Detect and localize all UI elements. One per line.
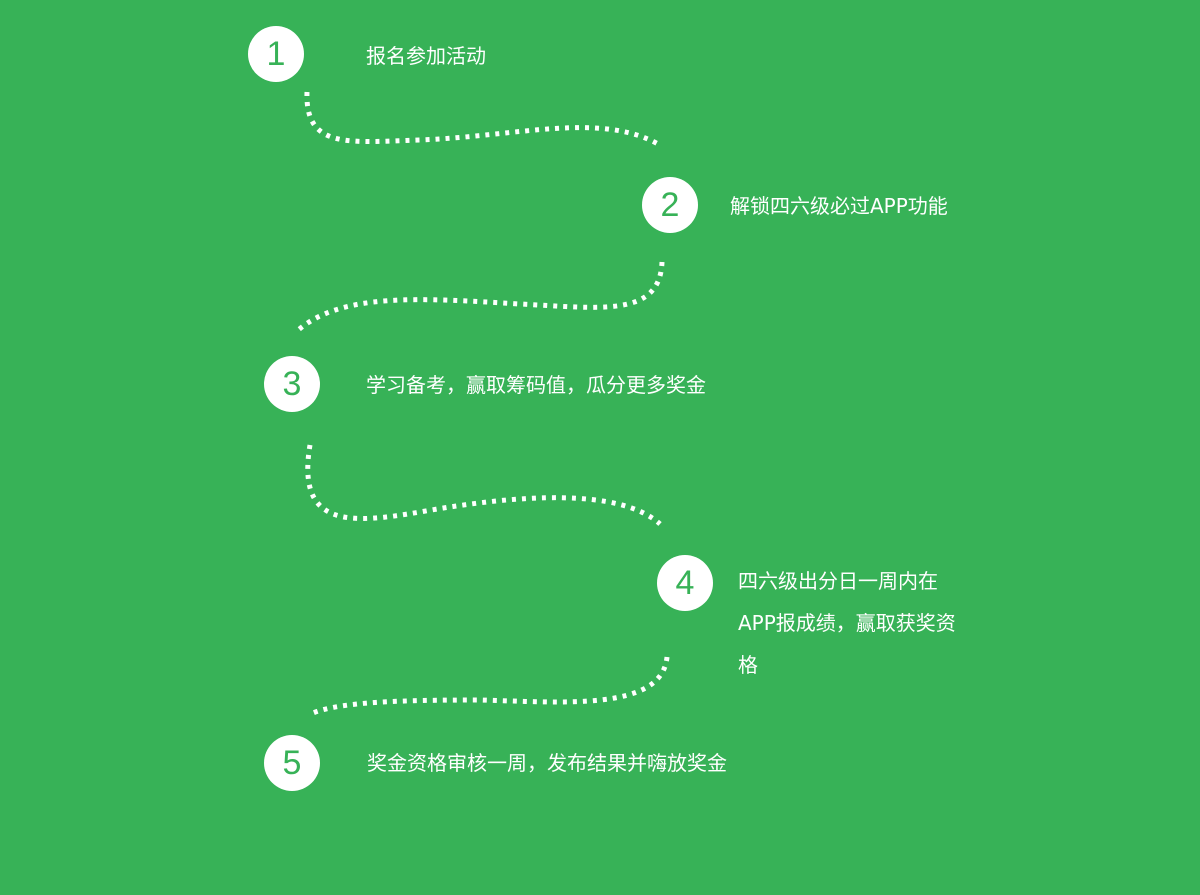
connector-1-2: [304, 91, 660, 147]
connector-2-3: [294, 261, 665, 334]
step-5-text: 奖金资格审核一周，发布结果并嗨放奖金: [367, 751, 727, 775]
connector-4-5: [312, 656, 670, 716]
connector-3-4: [305, 444, 662, 526]
step-3-text: 学习备考，赢取筹码值，瓜分更多奖金: [366, 373, 706, 397]
step-2-text: 解锁四六级必过APP功能: [730, 194, 948, 218]
step-5-number: 5: [264, 735, 320, 791]
step-4-text: 四六级出分日一周内在APP报成绩，赢取获奖资格: [738, 569, 956, 677]
step-1-number: 1: [248, 26, 304, 82]
step-1-text: 报名参加活动: [366, 44, 486, 68]
step-4-number: 4: [657, 555, 713, 611]
step-3-number: 3: [264, 356, 320, 412]
step-2-number: 2: [642, 177, 698, 233]
